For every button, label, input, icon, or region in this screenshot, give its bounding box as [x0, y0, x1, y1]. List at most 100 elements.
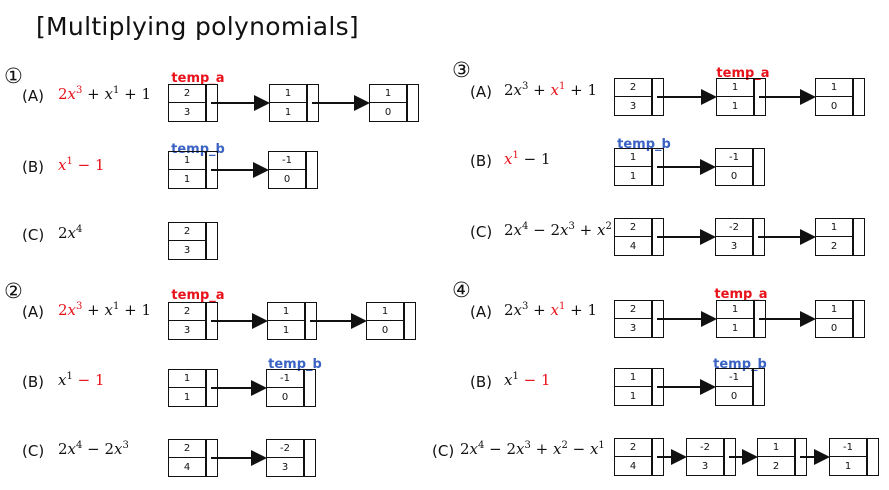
- polynomial-term: 2: [58, 301, 68, 319]
- node-coefficient: 2: [615, 439, 651, 457]
- node-link-field: [304, 303, 306, 339]
- polynomial-term: +: [82, 301, 105, 319]
- node-exponent: 4: [183, 461, 191, 473]
- node-exponent: 3: [183, 324, 191, 336]
- polynomial-term: − 2: [82, 440, 115, 458]
- node-coefficient: 1: [758, 439, 794, 457]
- node-link-field: [205, 85, 207, 121]
- node-exponent: 0: [381, 324, 389, 336]
- polynomial-term: − 2: [528, 221, 561, 239]
- polynomial-term: + 1: [119, 85, 151, 103]
- polynomial-term: 2: [504, 221, 514, 239]
- polynomial-term: − 1: [518, 371, 551, 389]
- node-coefficient: 1: [370, 85, 406, 103]
- node-link-field: [723, 439, 725, 475]
- row-label: (C): [432, 442, 455, 460]
- polynomial-term: x1: [58, 371, 73, 389]
- node-link-field: [852, 79, 854, 115]
- node-coefficient: 1: [169, 370, 205, 388]
- polynomial-term: x4: [67, 224, 83, 242]
- step-marker: ②: [4, 279, 23, 303]
- polynomial-term: + 1: [119, 301, 151, 319]
- node-link-field: [205, 303, 207, 339]
- polynomial-expression: x1 − 1: [58, 371, 105, 389]
- node-link-field: [205, 223, 207, 259]
- page-title: [Multiplying polynomials]: [36, 12, 359, 41]
- node-exponent: 0: [830, 100, 838, 112]
- node-coefficient: 1: [615, 149, 651, 167]
- node-link-field: [753, 79, 755, 115]
- polynomial-term: − 1: [518, 150, 551, 168]
- node-link-field: [205, 370, 207, 406]
- node-coefficient: -1: [267, 370, 303, 388]
- step-marker: ③: [452, 58, 471, 82]
- node-link-field: [866, 439, 868, 475]
- polynomial-term: x4: [513, 221, 529, 239]
- pointer-tag-temp-a: temp_a: [716, 66, 770, 81]
- polynomial-term: x4: [67, 440, 83, 458]
- node-exponent: 1: [183, 173, 191, 185]
- node-exponent: 0: [730, 170, 738, 182]
- pointer-tag-temp-b: temp_b: [171, 142, 225, 157]
- node-link-field: [303, 440, 305, 476]
- polynomial-term: − 1: [72, 371, 105, 389]
- polynomial-term: +: [82, 85, 105, 103]
- node-exponent: 2: [830, 240, 838, 252]
- node-link-field: [303, 370, 305, 406]
- node-coefficient: 1: [615, 369, 651, 387]
- node-exponent: 1: [629, 390, 637, 402]
- polynomial-term: x3: [114, 440, 129, 458]
- polynomial-term: −: [567, 440, 590, 458]
- row-label: (B): [22, 373, 44, 391]
- node-link-field: [651, 369, 653, 405]
- node-exponent: 3: [730, 240, 738, 252]
- node-link-field: [794, 439, 796, 475]
- polynomial-term: 2: [58, 85, 68, 103]
- row-label: (B): [470, 373, 492, 391]
- polynomial-expression: x1 − 1: [504, 150, 551, 168]
- node-coefficient: -1: [269, 152, 305, 170]
- node-coefficient: 2: [169, 223, 205, 241]
- polynomial-term: + 1: [565, 81, 597, 99]
- node-coefficient: 1: [816, 301, 852, 319]
- polynomial-expression: 2x4 − 2x3 + x2: [504, 221, 612, 239]
- polynomial-term: x1: [550, 301, 566, 319]
- polynomial-term: − 2: [484, 440, 517, 458]
- node-link-field: [651, 219, 653, 255]
- polynomial-term: x1: [504, 371, 519, 389]
- node-coefficient: 2: [169, 303, 205, 321]
- node-exponent: 1: [731, 100, 739, 112]
- node-coefficient: 2: [615, 301, 651, 319]
- polynomial-term: +: [530, 440, 553, 458]
- row-label: (C): [22, 442, 45, 460]
- node-link-field: [752, 149, 754, 185]
- node-exponent: 0: [283, 173, 291, 185]
- polynomial-expression: 2x4 − 2x3 + x2 − x1: [460, 440, 605, 458]
- polynomial-term: x3: [513, 301, 529, 319]
- node-exponent: 3: [701, 460, 709, 472]
- node-exponent: 1: [282, 324, 290, 336]
- node-exponent: 0: [281, 391, 289, 403]
- node-link-field: [651, 301, 653, 337]
- row-label: (A): [470, 303, 492, 321]
- polynomial-term: +: [528, 81, 551, 99]
- row-label: (C): [22, 226, 45, 244]
- node-coefficient: 2: [615, 219, 651, 237]
- node-coefficient: -2: [267, 440, 303, 458]
- node-exponent: 3: [629, 322, 637, 334]
- node-coefficient: 1: [169, 152, 205, 170]
- node-coefficient: 1: [717, 301, 753, 319]
- polynomial-term: x4: [469, 440, 485, 458]
- node-exponent: 0: [830, 322, 838, 334]
- node-coefficient: 1: [367, 303, 403, 321]
- node-coefficient: 1: [270, 85, 306, 103]
- node-link-field: [852, 301, 854, 337]
- polynomial-expression: x1 − 1: [58, 156, 105, 174]
- polynomial-expression: 2x3 + x1 + 1: [504, 81, 597, 99]
- polynomial-term: x1: [504, 150, 519, 168]
- node-exponent: 4: [629, 460, 637, 472]
- node-link-field: [403, 303, 405, 339]
- pointer-tag-temp-a: temp_a: [714, 287, 768, 302]
